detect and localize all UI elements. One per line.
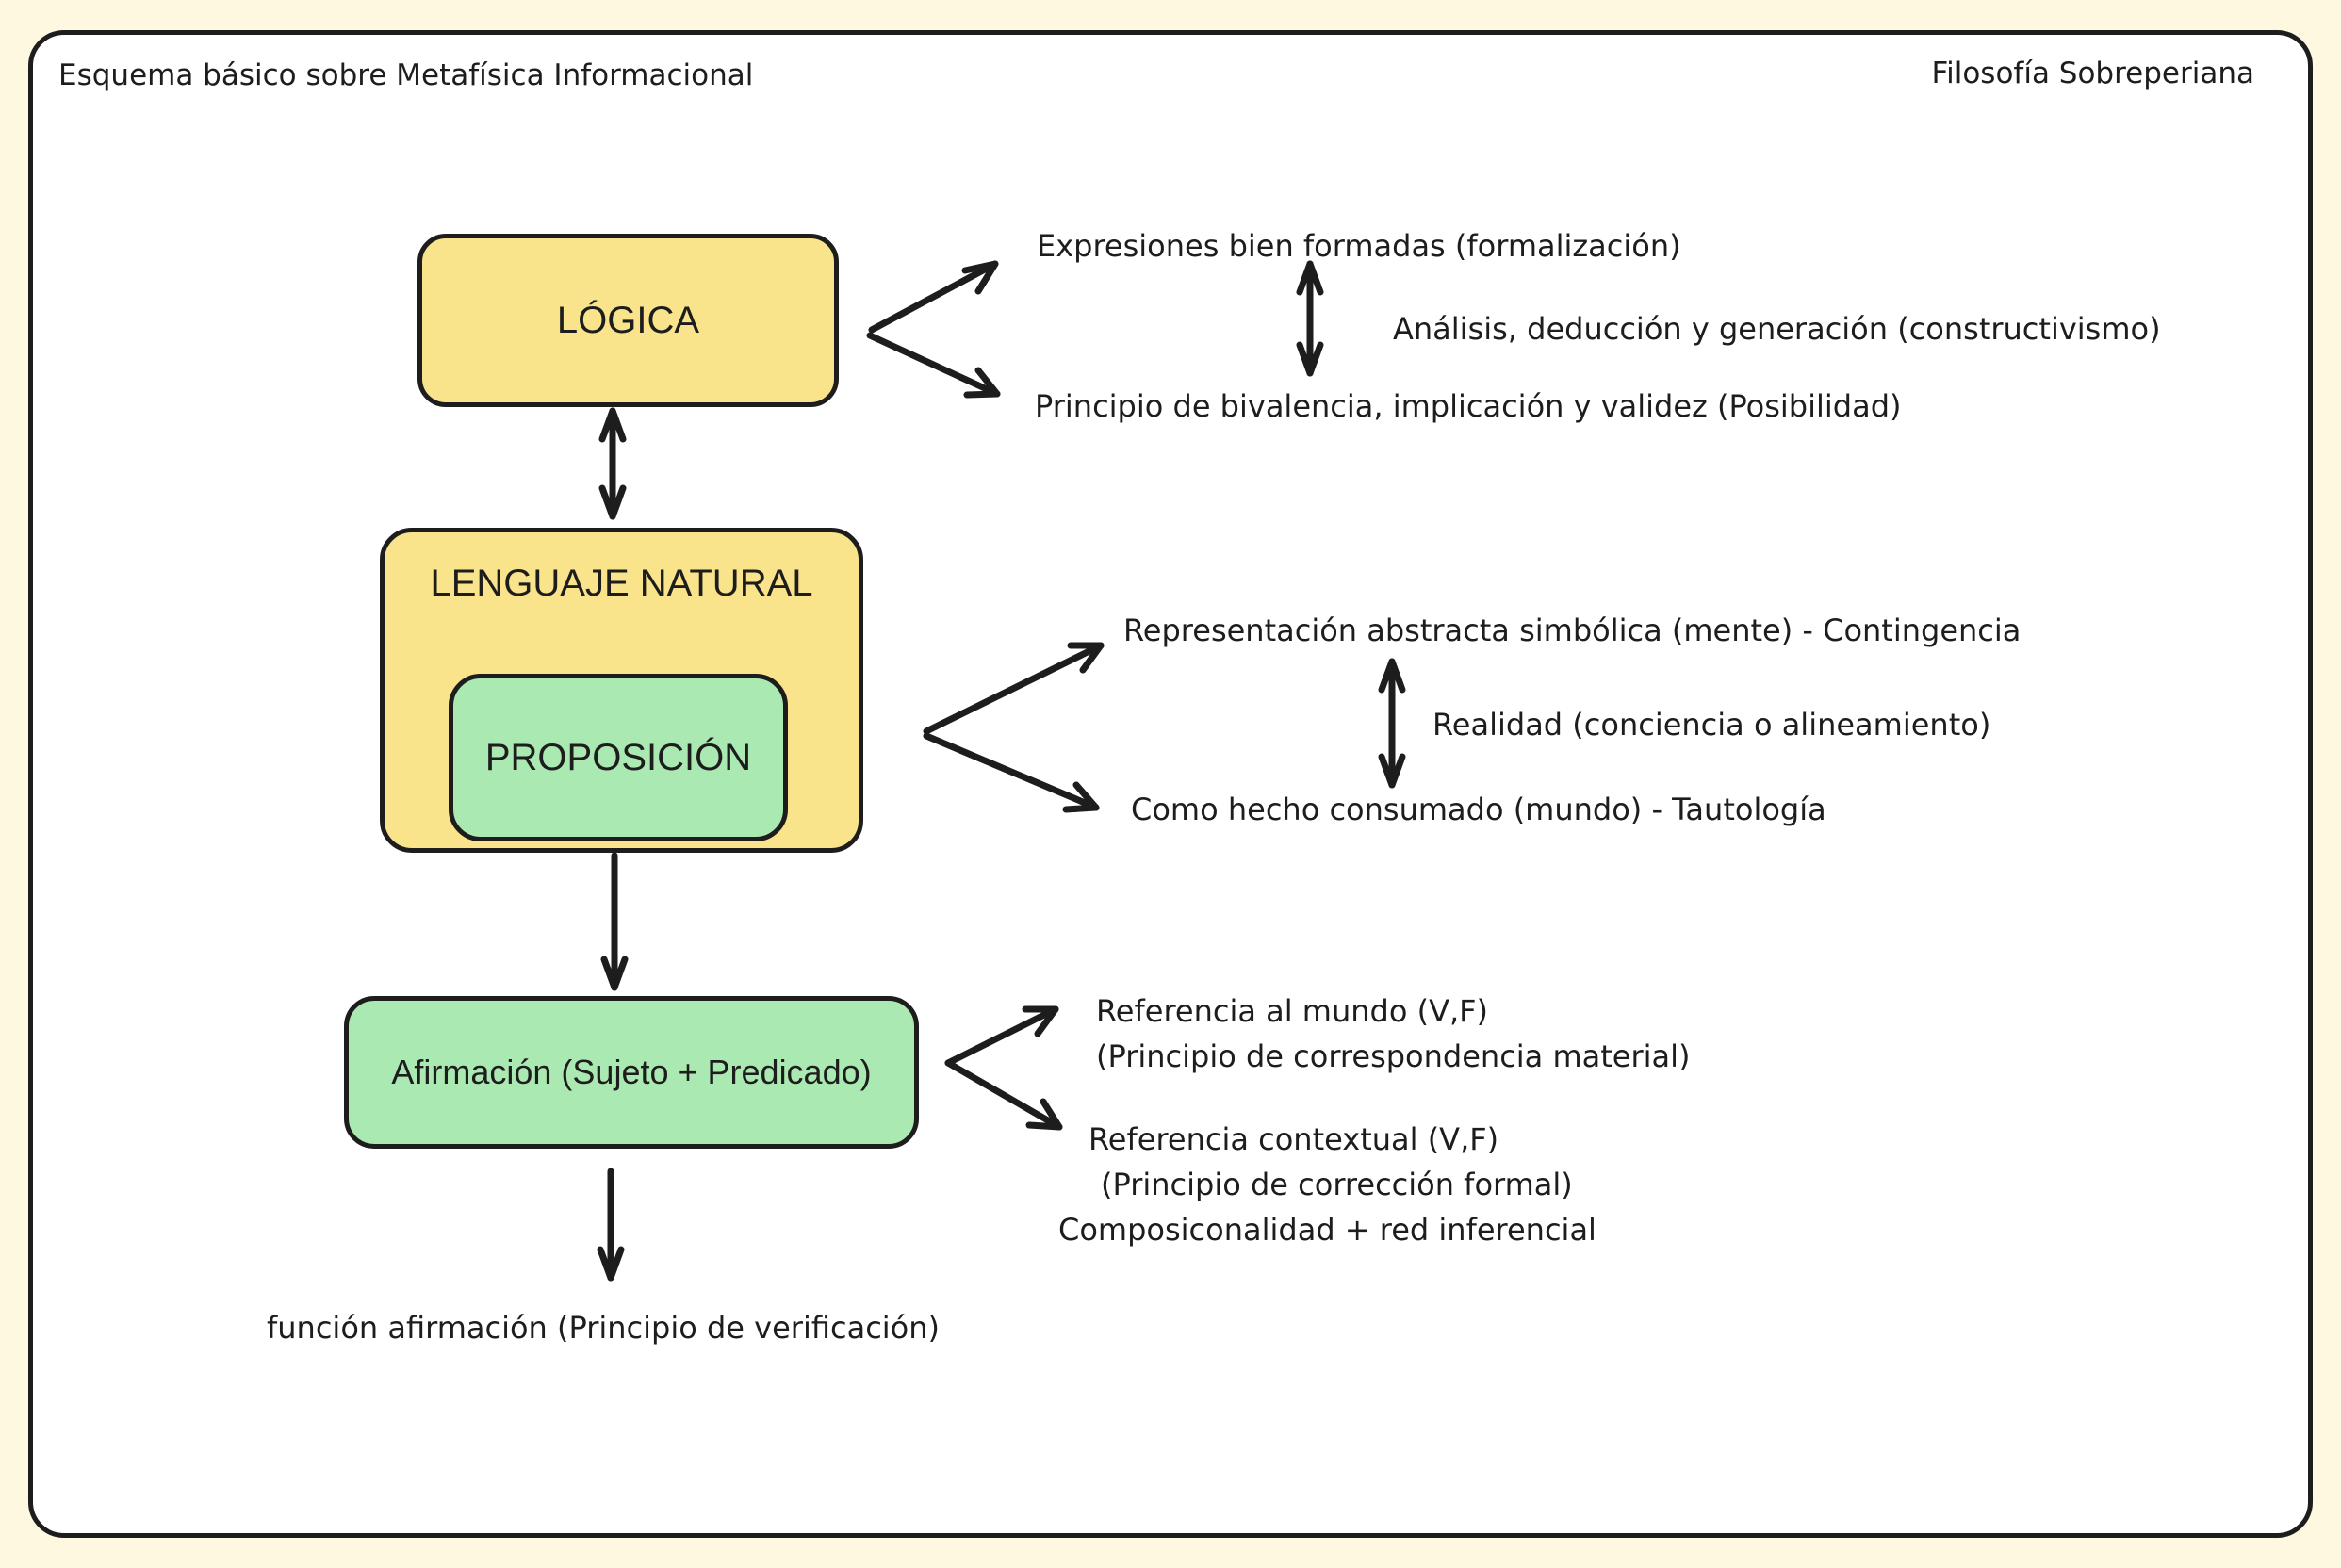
annotation-referencia-contextual-2: (Principio de corrección formal) [1101,1167,1573,1202]
node-afirmacion: Afirmación (Sujeto + Predicado) [344,996,919,1149]
node-afirmacion-label: Afirmación (Sujeto + Predicado) [391,1053,872,1091]
annotation-referencia-mundo-1: Referencia al mundo (V,F) [1096,993,1489,1029]
node-proposicion: PROPOSICIÓN [449,674,788,841]
annotation-bivalencia: Principio de bivalencia, implicación y v… [1035,388,1902,424]
annotation-realidad: Realidad (conciencia o alineamiento) [1432,707,1991,743]
annotation-composicionalidad: Composiconalidad + red inferencial [1058,1212,1596,1248]
annotation-expresiones: Expresiones bien formadas (formalización… [1037,228,1681,264]
annotation-referencia-contextual-1: Referencia contextual (V,F) [1089,1121,1499,1157]
node-lenguaje-natural: LENGUAJE NATURAL PROPOSICIÓN [380,528,863,853]
node-proposicion-label: PROPOSICIÓN [484,736,752,778]
annotation-hecho-consumado: Como hecho consumado (mundo) - Tautologí… [1131,792,1826,827]
annotation-funcion-afirmacion: función afirmación (Principio de verific… [267,1310,941,1346]
node-logica-label: LÓGICA [556,299,700,341]
annotation-representacion: Representación abstracta simbólica (ment… [1123,612,2022,648]
annotation-analisis: Análisis, deducción y generación (constr… [1393,311,2161,347]
page-title: Esquema básico sobre Metafísica Informac… [58,58,754,92]
annotation-referencia-mundo-2: (Principio de correspondencia material) [1096,1038,1691,1074]
node-lenguaje-natural-label: LENGUAJE NATURAL [430,563,813,604]
node-logica: LÓGICA [417,234,839,407]
page-brand: Filosofía Sobreperiana [1931,57,2254,90]
